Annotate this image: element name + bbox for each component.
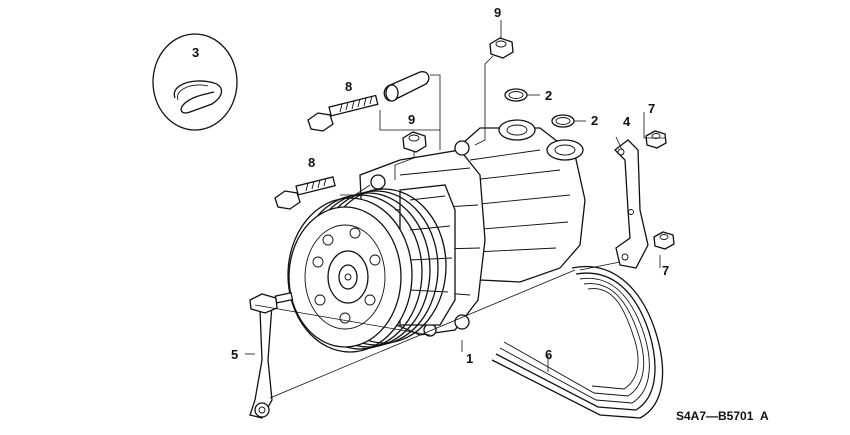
drive-belt [491,266,664,419]
o-ring-right [551,114,575,128]
bolt-upper [307,94,379,132]
callout-8a: 8 [345,79,352,94]
diagram-code-suffix: A [760,409,769,423]
bolt-lower [274,176,336,210]
callout-9a: 9 [494,5,501,20]
callout-2a: 2 [545,88,552,103]
o-ring-left [504,88,528,102]
callout-4: 4 [623,114,631,129]
callout-7b: 7 [662,263,669,278]
callout-3: 3 [192,45,199,60]
leader-lines [245,20,666,399]
callout-9b: 9 [408,112,415,127]
callout-6: 6 [545,347,552,362]
sleeve-collar [383,71,430,102]
nut-upper-right [645,130,667,149]
nut-lower-right [653,231,675,250]
nut-mid [402,131,427,153]
callout-8b: 8 [308,155,315,170]
compressor-body [359,119,586,337]
nut-top [489,37,514,59]
callout-7a: 7 [648,101,655,116]
pulley-clutch [287,188,447,353]
diagram-code: S4A7—B5701 [676,409,754,423]
callout-1: 1 [466,351,473,366]
callout-5: 5 [231,347,238,362]
callout-2b: 2 [591,113,598,128]
bracket-lower [249,291,294,419]
bracket-upper [614,139,649,269]
snap-ring-detail [152,33,238,131]
